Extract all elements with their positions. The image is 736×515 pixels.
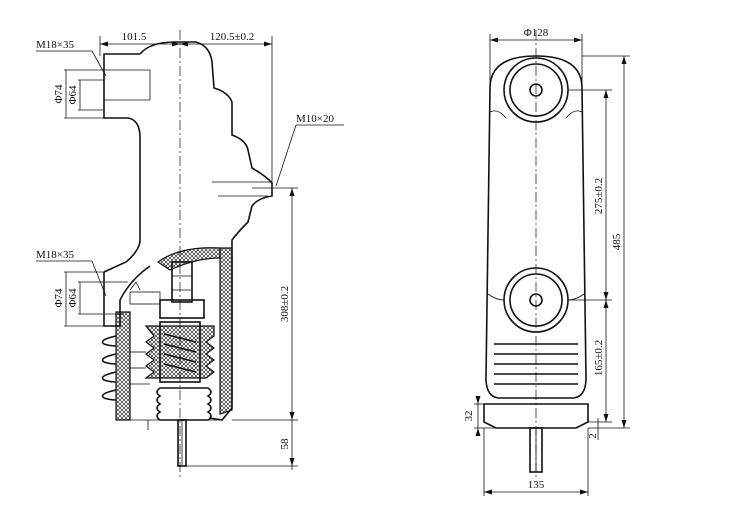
spring-housing xyxy=(159,321,201,383)
dim-dia-inner-bottom: Φ64 xyxy=(67,288,79,308)
front-view: Φ128 275±0.2 485 165±0.2 32 2 xyxy=(463,27,630,496)
dim-dia-outer-top: Φ74 xyxy=(53,84,65,104)
dim-total-height: 485 xyxy=(611,233,623,250)
spring-coils xyxy=(163,333,197,373)
bottom-terminal-inner xyxy=(509,273,563,327)
dim-base-width: 135 xyxy=(528,479,545,491)
dim-dia-outer-bottom: Φ74 xyxy=(53,288,65,308)
dim-base-height: 32 xyxy=(463,411,475,422)
dim-thread-bolt: M10×20 xyxy=(296,113,334,125)
upper-terminal xyxy=(103,53,141,273)
top-terminal-hole xyxy=(529,83,543,97)
contact-rod xyxy=(171,261,193,303)
contact-holder xyxy=(159,299,205,319)
dim-top-diameter: Φ128 xyxy=(524,27,549,39)
dim-thread-bottom: M18×35 xyxy=(36,249,74,261)
dim-thread-top: M18×35 xyxy=(36,39,74,51)
dim-height-contact: 308±0.2 xyxy=(279,286,291,322)
dim-lower-height: 165±0.2 xyxy=(593,340,605,376)
lower-bellows xyxy=(156,387,212,421)
outer-sheds xyxy=(101,335,117,401)
dim-stroke: 58 xyxy=(279,438,291,450)
side-view: 101.5 120.5±0.2 M18×35 Φ74 Φ64 M10×20 30… xyxy=(36,30,344,480)
top-terminal-inner xyxy=(509,63,563,117)
bellows-section xyxy=(144,325,215,379)
bottom-terminal-hole xyxy=(529,293,543,307)
dim-base-gap: 2 xyxy=(587,433,599,439)
dim-offset-right: 120.5±0.2 xyxy=(210,31,255,43)
inner-sheds xyxy=(130,351,150,385)
dim-dia-inner-top: Φ64 xyxy=(67,85,79,105)
right-wall-section xyxy=(219,247,233,415)
top-wall-section xyxy=(156,247,221,271)
dim-offset-left: 101.5 xyxy=(122,31,147,43)
front-sheds xyxy=(494,343,578,385)
front-body xyxy=(485,55,587,399)
dim-spacing: 275±0.2 xyxy=(593,178,605,214)
insulator-body xyxy=(139,41,273,421)
left-wall-section xyxy=(115,311,131,421)
